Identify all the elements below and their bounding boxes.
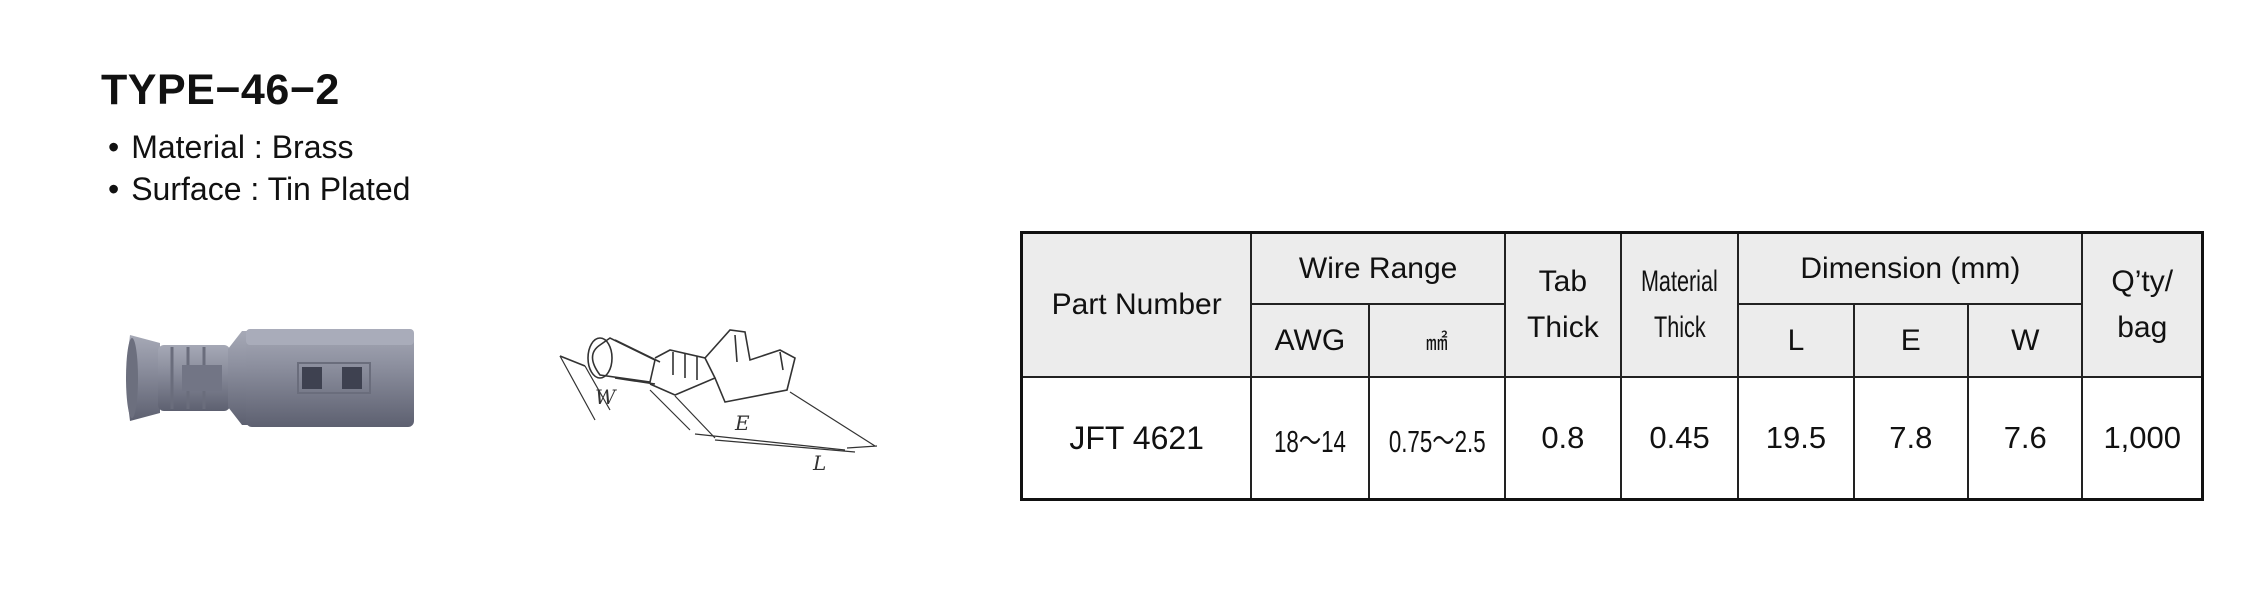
header-material-thick-line1: Material xyxy=(1641,265,1718,298)
terminal-dimension-drawing: W E L xyxy=(559,329,878,470)
header-mm2: ㎟ xyxy=(1367,303,1506,378)
cell-part-number: JFT 4621 xyxy=(1020,376,1253,501)
cell-tab-thick: 0.8 xyxy=(1503,376,1622,501)
header-qty-line1: Q’ty/ xyxy=(2111,265,2174,298)
header-mm2-label: ㎟ xyxy=(1425,329,1448,355)
cell-w: 7.6 xyxy=(1967,376,2084,501)
dim-label-e: E xyxy=(734,411,750,435)
header-qty-line2: bag xyxy=(2117,311,2168,344)
product-title: TYPE−46−2 xyxy=(101,66,340,114)
spec-table: Part Number Wire Range Tab Thick Materia… xyxy=(1020,231,2204,501)
header-tab-thick-line2: Thick xyxy=(1527,311,1599,344)
spec-surface: Surface : Tin Plated xyxy=(108,168,410,210)
cell-qty: 1,000 xyxy=(2081,376,2204,501)
cell-awg: 18〜14 xyxy=(1250,376,1370,501)
header-qty: Q’ty/ bag xyxy=(2081,231,2204,378)
table-row: JFT 4621 18〜14 0.75〜2.5 0.8 0.45 19.5 7.… xyxy=(1020,376,2204,501)
header-dimension: Dimension (mm) xyxy=(1737,231,2084,305)
header-wire-range: Wire Range xyxy=(1250,231,1506,305)
header-tab-thick: Tab Thick xyxy=(1503,231,1622,378)
header-part-number: Part Number xyxy=(1020,231,1253,378)
header-material-thick-line2: Thick xyxy=(1653,311,1706,344)
cell-mm2-value: 0.75〜2.5 xyxy=(1388,423,1486,459)
header-l: L xyxy=(1737,303,1855,378)
header-tab-thick-line1: Tab xyxy=(1538,265,1588,298)
cell-mm2: 0.75〜2.5 xyxy=(1367,376,1506,501)
dim-label-w: W xyxy=(595,385,617,409)
spec-list: Material : Brass Surface : Tin Plated xyxy=(108,126,410,210)
terminal-photo xyxy=(126,329,414,427)
header-w: W xyxy=(1967,303,2084,378)
header-awg: AWG xyxy=(1250,303,1370,378)
dim-label-l: L xyxy=(812,451,826,470)
header-e: E xyxy=(1852,303,1970,378)
header-material-thick: Material Thick xyxy=(1619,231,1740,378)
spec-material: Material : Brass xyxy=(108,126,410,168)
cell-e: 7.8 xyxy=(1852,376,1970,501)
cell-material-thick: 0.45 xyxy=(1619,376,1740,501)
cell-awg-value: 18〜14 xyxy=(1273,423,1346,459)
cell-l: 19.5 xyxy=(1737,376,1855,501)
